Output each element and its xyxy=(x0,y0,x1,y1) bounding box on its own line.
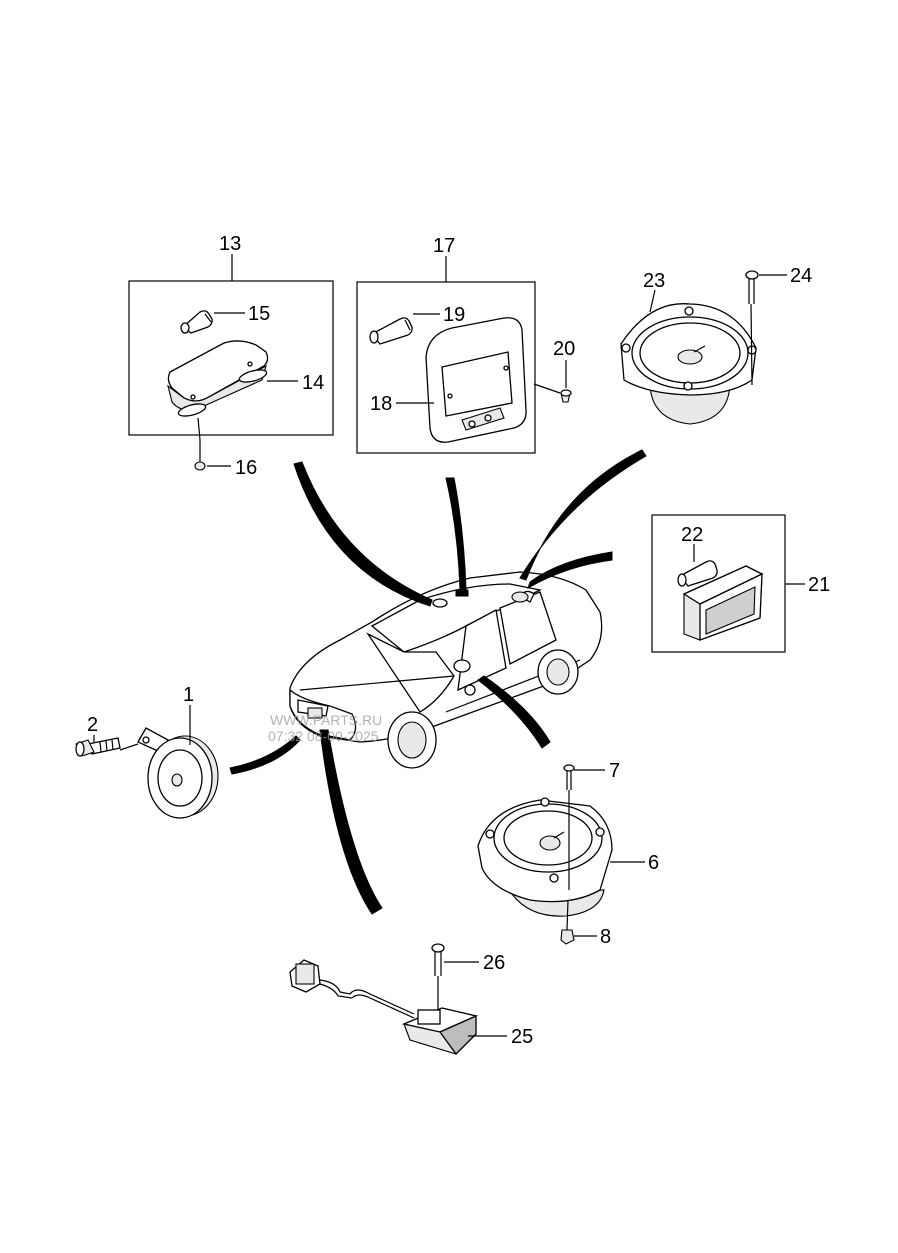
callout-7: 7 xyxy=(609,760,620,782)
watermark-timestamp: 07:32 08-00-2025 xyxy=(268,728,379,744)
callout-17: 17 xyxy=(433,235,455,257)
nut-8 xyxy=(560,899,575,945)
lamp-housing-21 xyxy=(682,565,764,641)
callout-1: 1 xyxy=(183,684,194,706)
callout-15: 15 xyxy=(248,303,270,325)
lamp-housing-14 xyxy=(167,340,269,417)
car-body xyxy=(289,571,603,769)
callout-6: 6 xyxy=(648,852,659,874)
callout-leaders xyxy=(93,254,805,1037)
callout-26: 26 xyxy=(483,952,505,974)
bolt-2 xyxy=(75,737,121,757)
box-dome-lamp xyxy=(128,280,334,436)
callout-24: 24 xyxy=(790,265,812,287)
callout-19: 19 xyxy=(443,304,465,326)
bulb-19 xyxy=(369,317,413,345)
module-25 xyxy=(289,959,479,1055)
callout-21: 21 xyxy=(808,574,830,596)
callout-numbers: 13 15 14 16 17 19 18 20 23 24 22 21 1 2 … xyxy=(87,233,830,1048)
watermark-site: WWW.PARTS.RU xyxy=(270,712,382,728)
speaker-23 xyxy=(620,303,757,425)
leader-wedges xyxy=(229,449,647,915)
callout-8: 8 xyxy=(600,926,611,948)
horn-1 xyxy=(119,727,219,819)
screw-24 xyxy=(745,270,759,386)
screw-7 xyxy=(563,764,575,890)
callout-18: 18 xyxy=(370,393,392,415)
callout-13: 13 xyxy=(219,233,241,255)
callout-23: 23 xyxy=(643,270,665,292)
screw-16 xyxy=(194,417,206,471)
callout-16: 16 xyxy=(235,457,257,479)
bulb-15 xyxy=(180,310,213,334)
speaker-6 xyxy=(477,797,613,917)
watermark: WWW.PARTS.RU 07:32 08-00-2025 xyxy=(268,712,382,744)
callout-22: 22 xyxy=(681,524,703,546)
screw-20 xyxy=(560,389,572,403)
callout-25: 25 xyxy=(511,1026,533,1048)
callout-14: 14 xyxy=(302,372,324,394)
callout-20: 20 xyxy=(553,338,575,360)
screw-26 xyxy=(431,943,445,1010)
bulb-22 xyxy=(677,560,718,587)
lamp-lens-18 xyxy=(425,317,527,443)
callout-2: 2 xyxy=(87,714,98,736)
